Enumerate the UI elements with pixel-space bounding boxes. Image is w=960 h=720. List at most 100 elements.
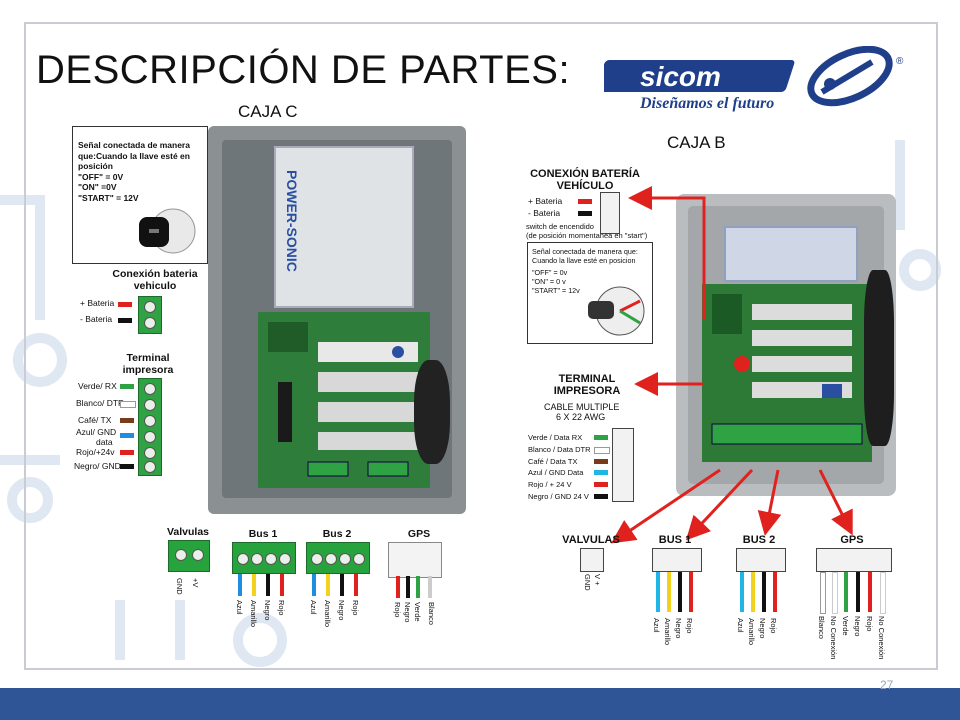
wire-red (354, 574, 358, 596)
wire-yellow (252, 574, 256, 596)
wire-white (820, 572, 826, 614)
caja-c-ignition-info: Señal conectada de manera que:Cuando la … (72, 126, 208, 264)
caja-c-valvulas-connector (168, 540, 210, 572)
caja-b-terminal-row: Negro / GND 24 V (528, 492, 589, 501)
caja-c-battery: POWER-SONIC (274, 146, 414, 308)
pin-label: Amarillo (747, 618, 756, 646)
caja-b-label: CAJA B (667, 133, 726, 152)
footer-bar (0, 688, 960, 720)
pin-label: Blanco (817, 616, 826, 639)
screw-icon (353, 553, 365, 565)
caja-b-circuit-board (702, 284, 872, 462)
wire-unused (880, 572, 886, 614)
screw-icon (325, 553, 337, 565)
caja-c-bus1-title: Bus 1 (248, 528, 278, 540)
wire-red (120, 450, 134, 455)
wire-red (773, 572, 777, 612)
caja-b-valvulas-title: VALVULAS (562, 534, 620, 546)
caja-b-terminal-row: Rojo / + 24 V (528, 480, 572, 489)
screw-icon (144, 461, 156, 473)
screw-icon (144, 317, 156, 329)
screw-icon (144, 301, 156, 313)
caja-b-valvulas-connector (580, 548, 604, 572)
wire-green (594, 435, 608, 440)
screw-icon (144, 447, 156, 459)
registered-mark: ® (896, 56, 904, 67)
screw-icon (311, 553, 323, 565)
sicom-logo: sicom ® (596, 45, 914, 118)
wire-brown (594, 459, 608, 464)
wire-blue (120, 433, 134, 438)
pin-label: Rojo (769, 618, 778, 634)
svg-text:sicom: sicom (640, 61, 721, 92)
screw-icon (175, 549, 187, 561)
arrow-bus2 (757, 469, 782, 536)
wire-green (844, 572, 848, 612)
wire-blue (238, 574, 242, 596)
wire-brown (120, 418, 134, 423)
wire-black (340, 574, 344, 596)
caja-b-bus2-title: BUS 2 (742, 534, 776, 546)
pin-label: Verde (841, 616, 850, 636)
caja-c-terminal-row: Negro/ GND (74, 461, 121, 471)
arrow-battery (628, 186, 706, 320)
caja-c-circuit-board (258, 312, 430, 488)
wire-yellow (326, 574, 330, 596)
caja-c-terminal-row: Rojo/+24v (76, 447, 115, 457)
wire-green (120, 384, 134, 389)
wire-blue (594, 470, 608, 475)
pin-label: GND (583, 574, 592, 591)
pin-label: Negro (674, 618, 683, 639)
logo-tagline: Diseñamos el futuro (640, 95, 775, 112)
caja-b-switch-1: switch de encendido (526, 222, 594, 231)
circuit-board-drawing (711, 294, 863, 445)
screw-icon (265, 553, 277, 565)
wire-red (868, 572, 872, 612)
wire-white (594, 447, 610, 454)
wire-blue (656, 572, 660, 612)
wire-red (594, 482, 608, 487)
ignition-key-icon (139, 208, 196, 254)
pin-label: Rojo (685, 618, 694, 634)
caja-c-printer-terminal (138, 378, 162, 476)
caja-b-bateria-pos: + Bateria (528, 196, 563, 206)
caja-b-battery-terminal (600, 192, 620, 234)
caja-b-ignition-info: Señal conectada de manera que: Cuando la… (527, 242, 653, 344)
wire-unused (832, 572, 838, 614)
wire-black (856, 572, 860, 612)
wire-black (578, 211, 592, 216)
wire-black (120, 464, 134, 469)
screw-icon (192, 549, 204, 561)
caja-b-terminal-row: Azul / GND Data (528, 468, 584, 477)
wire-black (406, 576, 410, 598)
pin-label: Azul (736, 618, 745, 633)
caja-c-bus2-title: Bus 2 (322, 528, 352, 540)
ignition-key-icon (588, 286, 645, 336)
wire-red (689, 572, 693, 612)
pin-label: Negro (853, 616, 862, 637)
caja-b-cable-2: 6 X 22 AWG (556, 412, 606, 422)
wire-blue (740, 572, 744, 612)
caja-b-terminal-row: Blanco / Data DTR (528, 445, 591, 454)
pin-label: No Conexión (829, 616, 838, 660)
caja-b-conexion-title: CONEXIÓN BATERÍA VEHÍCULO (530, 168, 640, 192)
caja-c-enclosure-photo: POWER-SONIC (208, 126, 466, 514)
caja-b-terminal-row: Café / Data TX (528, 457, 578, 466)
caja-b-printer-terminal (612, 428, 634, 502)
wire-black (266, 574, 270, 596)
caja-b-info-text: Señal conectada de manera que: Cuando la… (532, 247, 638, 295)
caja-c-bateria-pos: + Bateria (80, 298, 115, 308)
caja-c-bus2-connector (306, 542, 370, 574)
caja-c-terminal-title: Terminal impresora (122, 352, 174, 376)
caja-c-speaker (414, 360, 450, 464)
caja-b-switch-2: (de posición momentanea en "start") (526, 231, 648, 240)
caja-b-battery (724, 226, 858, 282)
pin-label: V + (593, 574, 602, 586)
arrow-valvulas (611, 468, 721, 544)
caja-b-bus1-title: BUS 1 (658, 534, 692, 546)
caja-c-gps-connector (388, 542, 442, 578)
sicom-logo-graphic: sicom ® (596, 45, 904, 107)
caja-c-label: CAJA C (238, 102, 298, 121)
